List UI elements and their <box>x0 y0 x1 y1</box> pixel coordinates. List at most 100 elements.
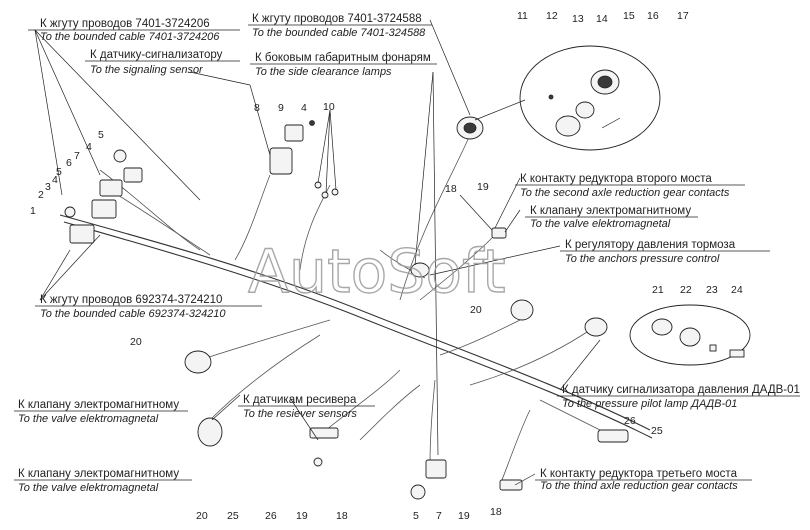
callout-20b: 20 <box>130 336 142 348</box>
label-en: To the bounded cable 7401-324588 <box>252 27 426 39</box>
callout-21: 21 <box>652 284 664 296</box>
callout-18c: 18 <box>490 506 502 518</box>
terminal-23 <box>709 344 717 352</box>
label-en: To the bounded cable 692374-324210 <box>40 308 226 320</box>
connector-8 <box>269 147 293 175</box>
callout-5a: 5 <box>56 166 62 178</box>
callout-23: 23 <box>706 284 718 296</box>
label-pressure-signal-sensor: К датчику сигнализатора давления ДАДВ-01… <box>557 384 800 410</box>
callout-25b: 25 <box>227 510 239 522</box>
label-ru: К контакту редуктора второго моста <box>520 173 712 185</box>
callout-numbers: 1 2 3 4 5 6 7 4 5 8 9 4 10 11 12 13 14 1… <box>30 10 743 522</box>
callout-20a: 20 <box>470 304 482 316</box>
connector-6 <box>99 179 123 197</box>
callout-17: 17 <box>677 10 689 22</box>
washer-14 <box>575 101 595 119</box>
terminal-10b <box>321 191 329 199</box>
connector-7-bottom <box>425 459 447 479</box>
label-ru: К контакту редуктора третьего моста <box>540 468 738 480</box>
connector-1 <box>69 224 95 244</box>
callout-19b: 19 <box>296 510 308 522</box>
leader-lines <box>34 19 601 486</box>
connector-20-right <box>510 299 534 321</box>
label-ru: К жгуту проводов 7401-3724206 <box>40 18 210 30</box>
cap-5-bottom <box>410 484 426 500</box>
seal-13 <box>555 115 581 137</box>
connector-18-bottom <box>499 479 523 491</box>
callout-24: 24 <box>731 284 743 296</box>
connector-26-right <box>597 429 629 443</box>
callout-6: 6 <box>66 157 72 169</box>
label-signaling-sensor: К датчику-сигнализатору To the signaling… <box>85 49 240 76</box>
label-ru: К клапану электромагнитному <box>18 468 179 480</box>
callout-16: 16 <box>647 10 659 22</box>
detail-callout-11-17 <box>519 45 661 151</box>
detail-callout-21-24 <box>629 304 751 366</box>
callout-7a: 7 <box>74 150 80 162</box>
detail-ellipse-right <box>629 304 751 366</box>
label-valve-left-1: К клапану электромагнитному To the valve… <box>14 399 188 425</box>
label-en: To the thind axle reduction gear contact… <box>540 480 738 492</box>
connector-20-bottom <box>197 417 223 447</box>
connector-20-left <box>184 350 212 374</box>
callout-19a: 19 <box>477 181 489 193</box>
label-valve-top: К клапану электромагнитному To the valve… <box>525 205 698 230</box>
label-en: To the signaling sensor <box>90 64 204 76</box>
cap-4 <box>113 149 127 163</box>
label-ru: К датчику сигнализатора давления ДАДВ-01 <box>562 384 800 396</box>
callout-3: 3 <box>45 181 51 193</box>
callout-4a: 4 <box>52 174 58 186</box>
label-ru: К датчику-сигнализатору <box>90 49 223 61</box>
callout-22: 22 <box>680 284 692 296</box>
callout-5b: 5 <box>98 129 104 141</box>
callout-18a: 18 <box>445 183 457 195</box>
label-harness-692374: К жгуту проводов 692374-3724210 To the b… <box>35 294 262 320</box>
callout-25a: 25 <box>651 425 663 437</box>
label-ru: К боковым габаритным фонарям <box>255 52 431 64</box>
connector-center <box>410 262 430 278</box>
callout-4c: 4 <box>301 102 307 114</box>
label-ru: К клапану электромагнитному <box>530 205 691 217</box>
callout-10: 10 <box>323 101 335 113</box>
callout-13: 13 <box>572 13 584 25</box>
pin-12 <box>548 94 554 100</box>
label-side-clearance-lamps: К боковым габаритным фонарям To the side… <box>250 52 437 78</box>
connector-group-top-middle <box>269 120 339 199</box>
callout-8: 8 <box>254 102 260 114</box>
watermark: AutoSoft <box>248 237 506 307</box>
cap-2 <box>64 206 76 218</box>
callout-18b: 18 <box>336 510 348 522</box>
round-connector-top <box>456 116 484 140</box>
label-en: To the valve elektromagnetal <box>18 482 159 494</box>
main-harness <box>59 134 653 486</box>
callout-9: 9 <box>278 102 284 114</box>
label-en: To the side clearance lamps <box>255 66 392 78</box>
detail-ellipse-top-right <box>519 45 661 151</box>
label-en: To the second axle reduction gear contac… <box>520 187 730 199</box>
label-brake-pressure-regulator: К регулятору давления тормоза To the anc… <box>560 239 770 265</box>
terminal-19-bottom <box>313 457 323 467</box>
callout-11: 11 <box>517 10 528 22</box>
label-ru: К регулятору давления тормоза <box>565 239 736 251</box>
label-en: To the resiever sensors <box>243 408 357 420</box>
connector-9 <box>284 124 304 142</box>
label-third-axle-reduction: К контакту редуктора третьего моста To t… <box>535 468 752 492</box>
connector-receiver <box>309 427 339 439</box>
callout-7b: 7 <box>436 510 442 522</box>
terminal-10c <box>331 188 339 196</box>
pin-4 <box>309 120 315 126</box>
callout-20c: 20 <box>196 510 208 522</box>
seal-22 <box>679 327 701 347</box>
callout-14: 14 <box>596 13 608 25</box>
callout-19c: 19 <box>458 510 470 522</box>
callout-12: 12 <box>546 10 558 22</box>
connector-pressure-sensor <box>584 317 608 337</box>
label-ru: К жгуту проводов 692374-3724210 <box>40 294 222 306</box>
callout-1: 1 <box>30 205 36 217</box>
callout-5c: 5 <box>413 510 419 522</box>
label-harness-7401-3724588: К жгуту проводов 7401-3724588 To the bou… <box>248 13 432 39</box>
label-harness-7401-3724206: К жгуту проводов 7401-3724206 To the bou… <box>28 18 240 43</box>
callout-26b: 26 <box>265 510 277 522</box>
label-ru: К жгуту проводов 7401-3724588 <box>252 13 422 25</box>
label-ru: К клапану электромагнитному <box>18 399 179 411</box>
